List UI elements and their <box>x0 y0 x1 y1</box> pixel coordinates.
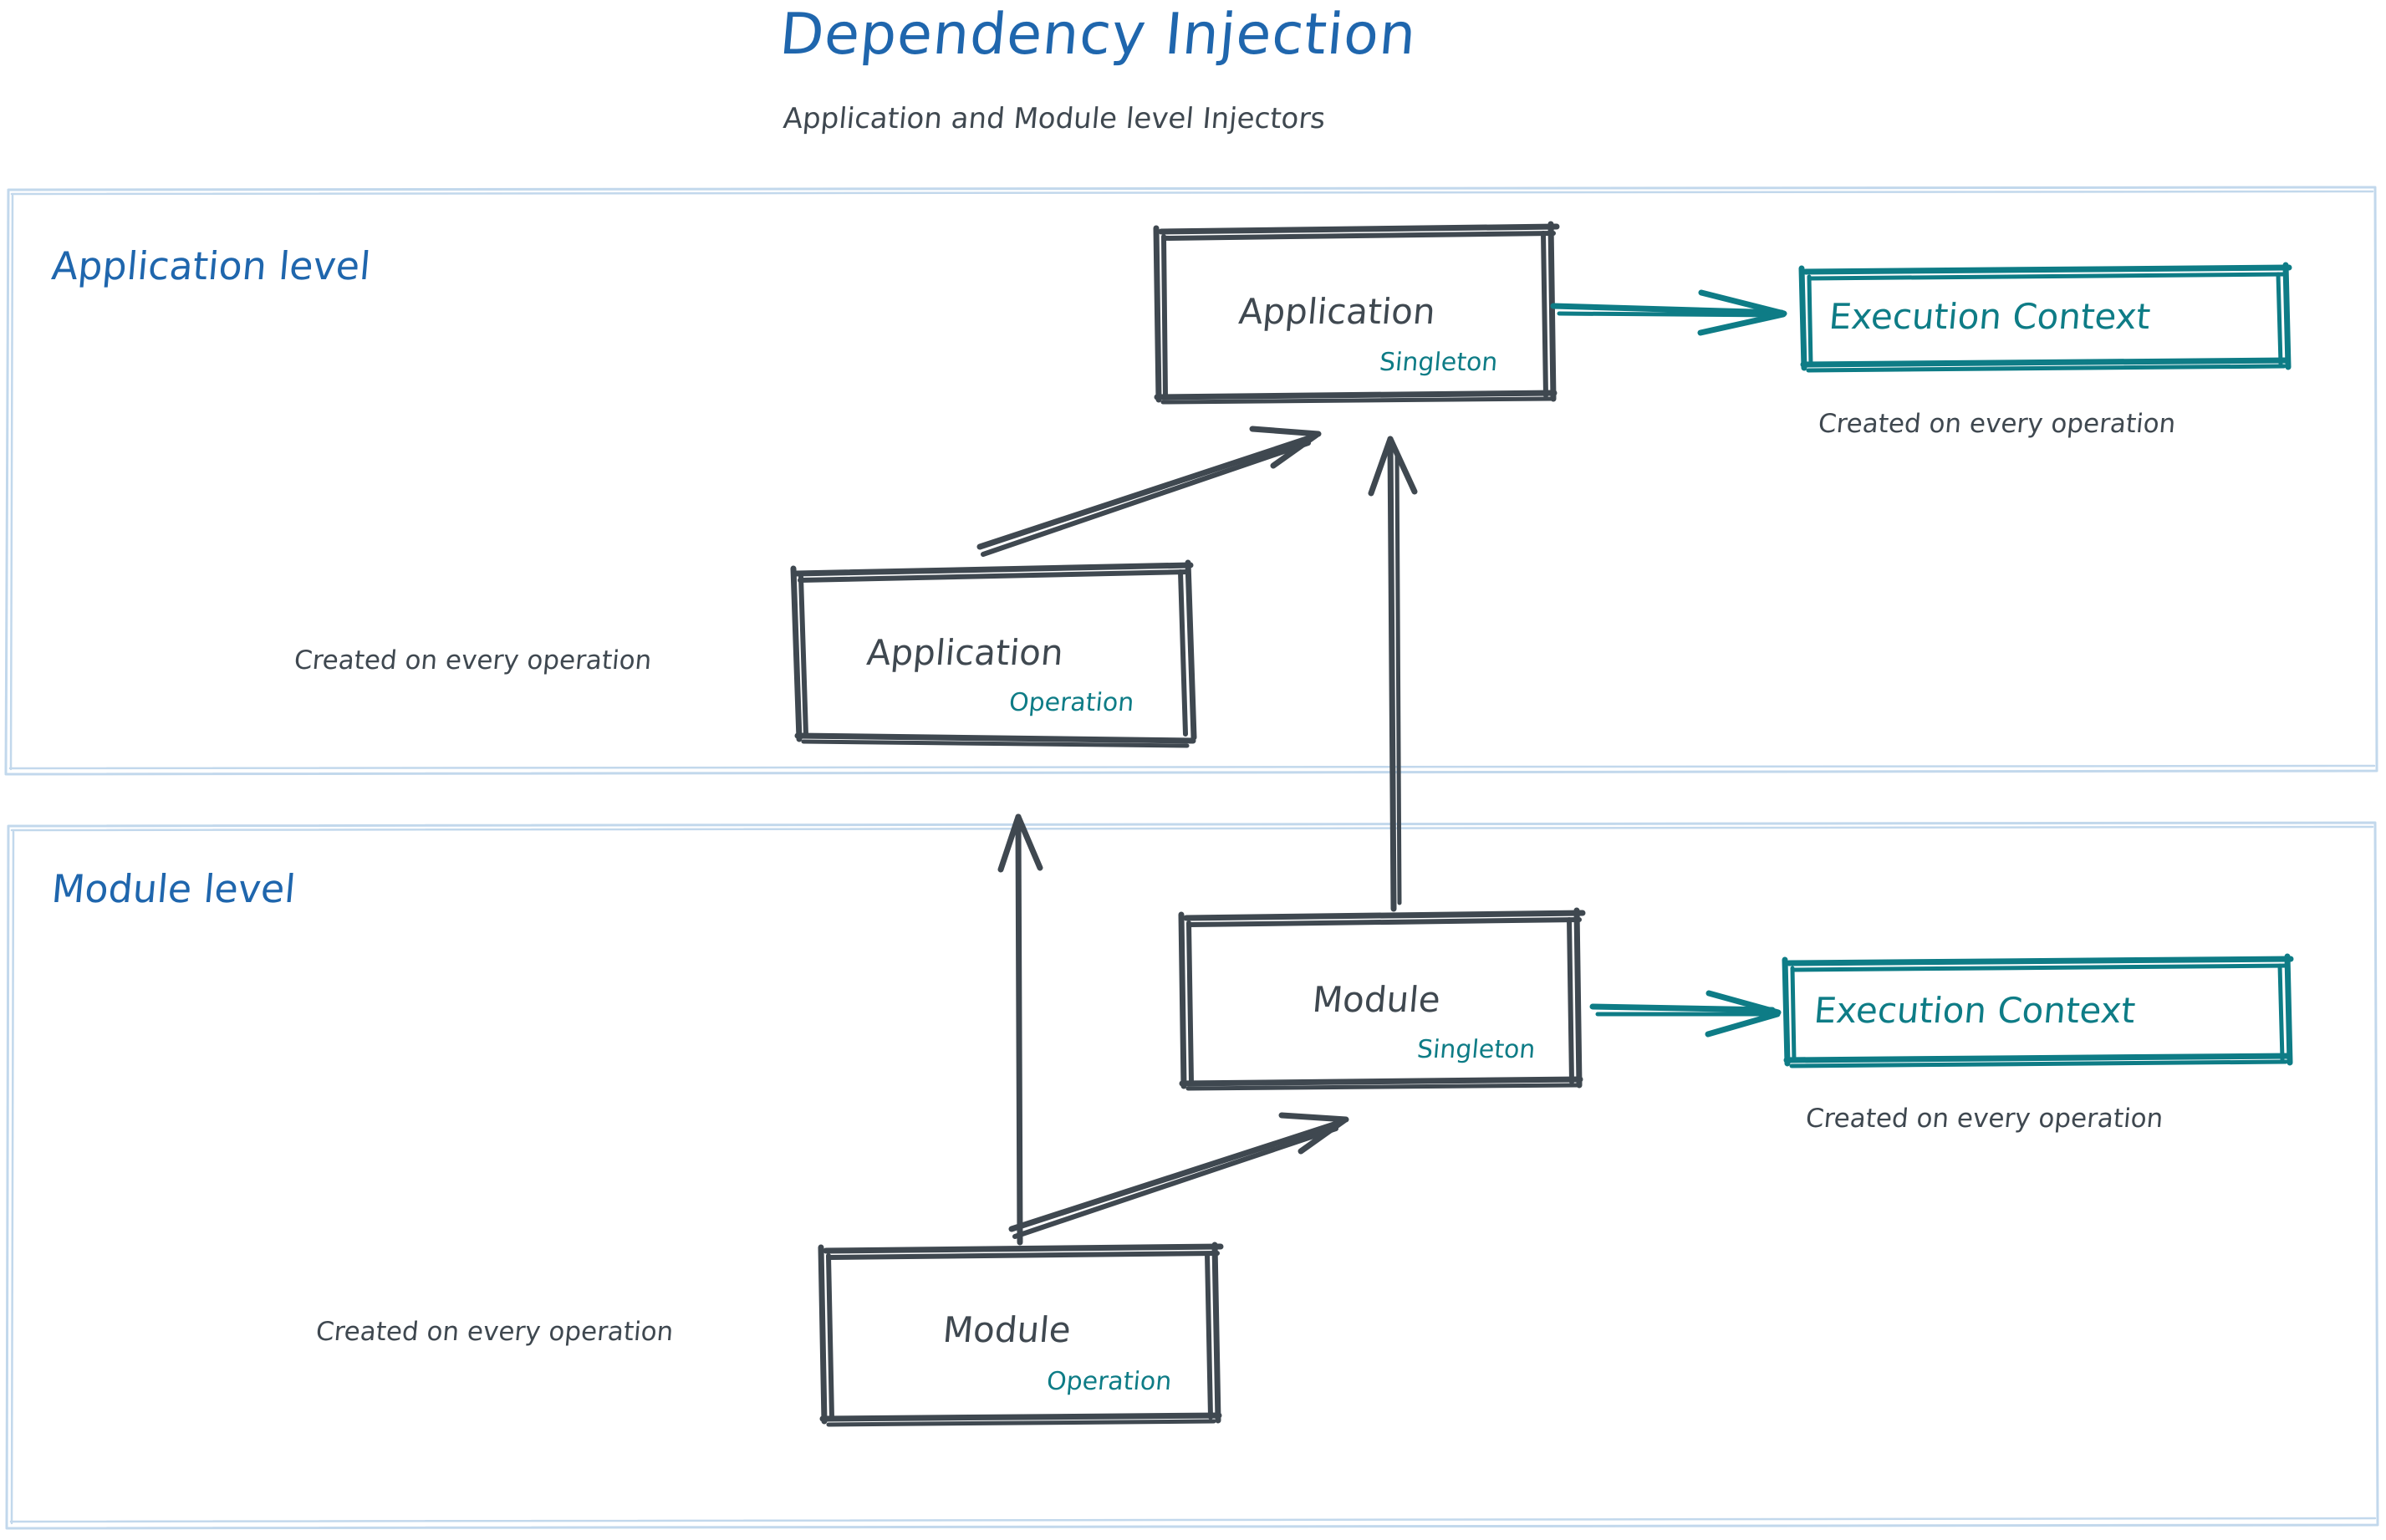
caption-execution-context-module: Created on every operation <box>1804 1104 2164 1134</box>
section-label-application-level: Application level <box>49 243 373 288</box>
arrow-module-singleton-to-exec-context <box>1589 990 1782 1038</box>
node-title-execution-context-application: Execution Context <box>1827 296 2153 337</box>
arrow-module-operation-to-module-singleton <box>1008 1112 1349 1239</box>
node-scope-module-singleton: Singleton <box>1415 1035 1537 1064</box>
node-title-application-singleton: Application <box>1236 291 1437 332</box>
node-title-application-operation: Application <box>864 632 1065 673</box>
node-scope-application-singleton: Singleton <box>1378 348 1499 377</box>
arrow-module-operation-to-app-operation <box>997 813 1043 1246</box>
page-title: Dependency Injection <box>777 2 1420 68</box>
section-label-module-level: Module level <box>49 866 298 911</box>
caption-module-operation: Created on every operation <box>314 1317 675 1347</box>
node-title-module-singleton: Module <box>1310 979 1442 1020</box>
arrow-app-singleton-to-exec-context <box>1550 289 1787 336</box>
page-subtitle: Application and Module level Injectors <box>782 102 1327 135</box>
caption-execution-context-application: Created on every operation <box>1817 409 2177 439</box>
caption-application-operation: Created on every operation <box>293 645 653 676</box>
arrow-module-singleton-to-app-singleton <box>1368 436 1418 912</box>
node-scope-application-operation: Operation <box>1007 688 1135 717</box>
node-title-module-operation: Module <box>941 1309 1073 1350</box>
node-title-execution-context-module: Execution Context <box>1812 990 2138 1031</box>
node-scope-module-operation: Operation <box>1045 1367 1173 1396</box>
arrow-app-operation-to-app-singleton <box>976 426 1322 557</box>
section-frame-module-level <box>5 821 2379 1530</box>
